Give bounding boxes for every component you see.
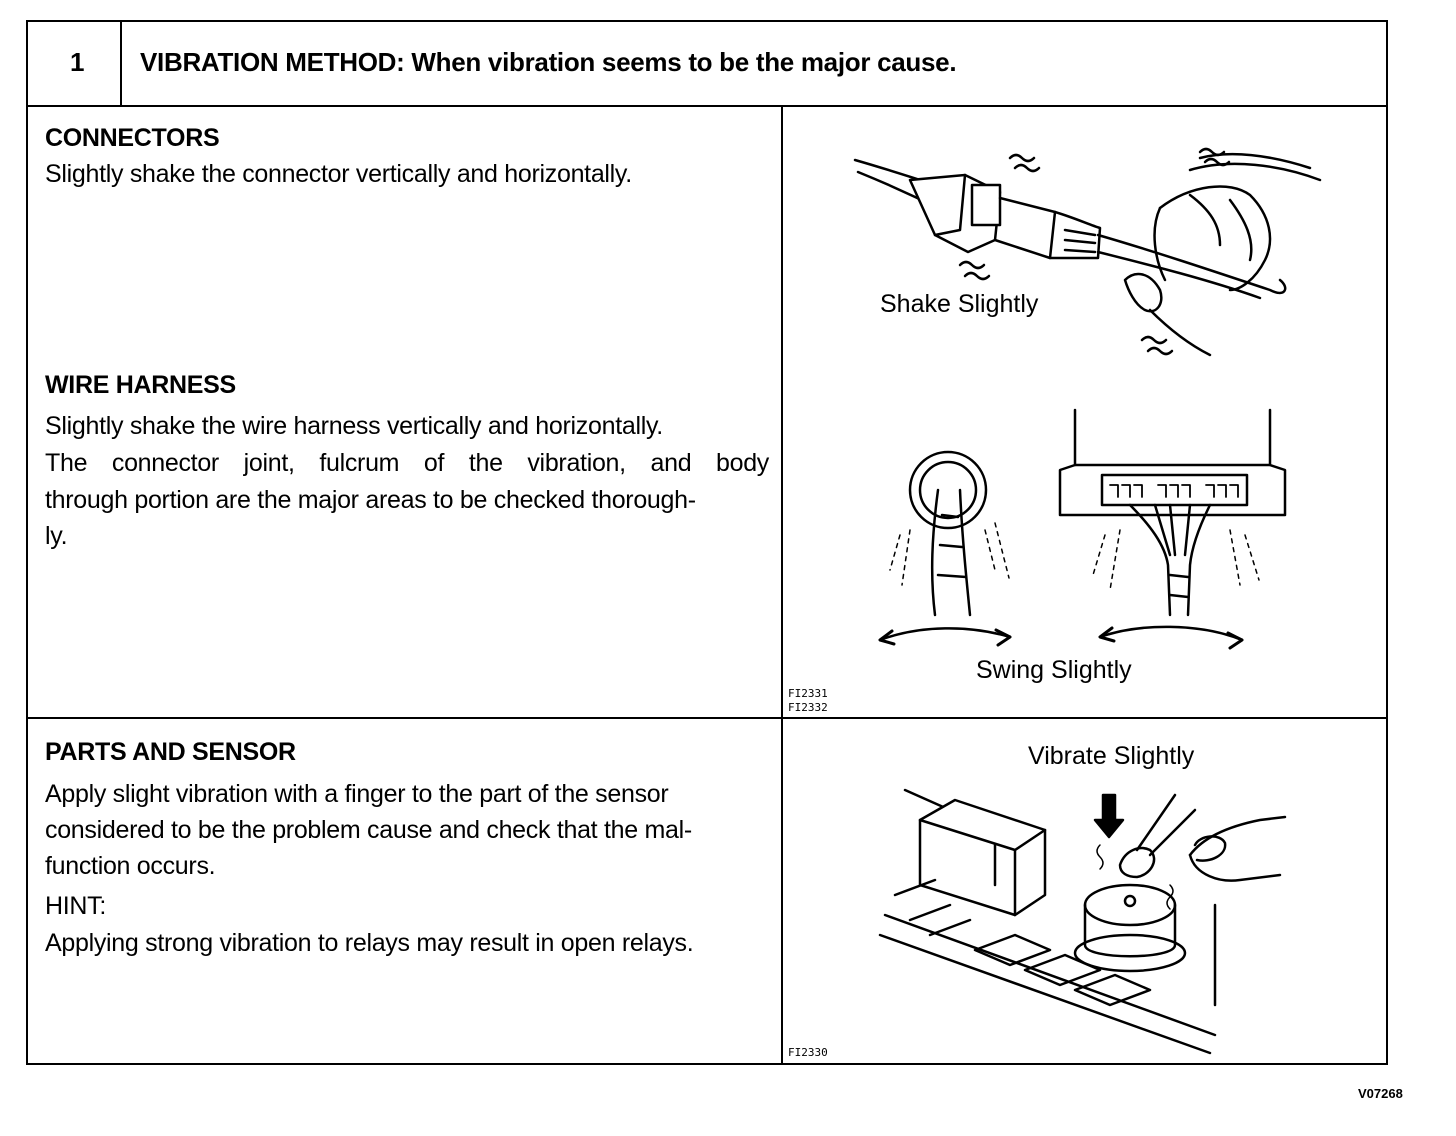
wire-harness-text-line: Slightly shake the wire harness vertical… xyxy=(45,412,663,440)
wire-harness-text-line: through portion are the major areas to b… xyxy=(45,486,696,514)
wire-harness-text-line: ly. xyxy=(45,522,68,550)
step-title: VIBRATION METHOD: When vibration seems t… xyxy=(140,47,957,77)
header-number-divider xyxy=(120,20,122,106)
column-divider xyxy=(781,105,783,1065)
figure-code: FI2332 xyxy=(788,701,828,714)
swing-slightly-caption: Swing Slightly xyxy=(976,656,1132,684)
figure-code: FI2331 xyxy=(788,687,828,700)
procedure-table xyxy=(26,20,1388,1065)
parts-sensor-text-line: function occurs. xyxy=(45,852,216,880)
relay-vibrate-illustration xyxy=(878,788,1287,1055)
step-number: 1 xyxy=(70,47,85,77)
parts-sensor-text-line: Apply slight vibration with a finger to … xyxy=(45,780,669,808)
row-divider xyxy=(26,717,1388,719)
hint-text: Applying strong vibration to relays may … xyxy=(45,929,694,957)
connectors-text-line: Slightly shake the connector vertically … xyxy=(45,160,632,188)
hint-label: HINT: xyxy=(45,892,107,920)
parts-sensor-text-line: considered to be the problem cause and c… xyxy=(45,816,692,844)
connectors-title: CONNECTORS xyxy=(45,124,220,152)
header-divider xyxy=(26,105,1388,107)
connector-shake-illustration xyxy=(853,147,1322,357)
wire-harness-swing-illustration xyxy=(878,408,1287,650)
document-id: V07268 xyxy=(1358,1086,1403,1101)
wire-harness-title: WIRE HARNESS xyxy=(45,371,236,399)
parts-sensor-title: PARTS AND SENSOR xyxy=(45,738,296,766)
wire-harness-text-line: The connector joint, fulcrum of the vibr… xyxy=(45,449,769,477)
figure-code: FI2330 xyxy=(788,1046,828,1059)
vibrate-slightly-caption: Vibrate Slightly xyxy=(1028,742,1195,770)
shake-slightly-caption: Shake Slightly xyxy=(880,290,1039,318)
